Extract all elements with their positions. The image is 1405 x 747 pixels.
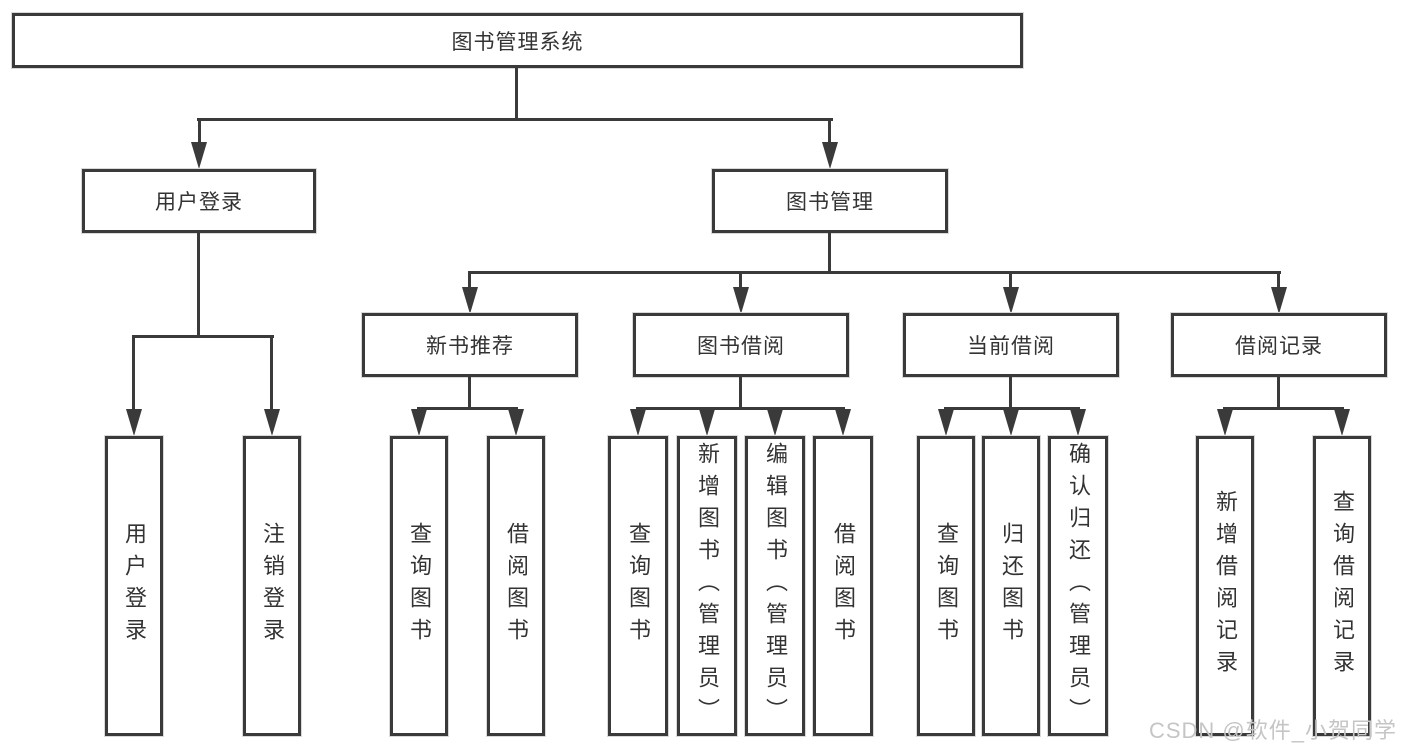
leaf-confirm-return-admin: 确认归还（管理员） — [1048, 436, 1108, 736]
arrow-down-icon — [733, 287, 749, 314]
leaf-add-book-admin: 新增图书（管理员） — [677, 436, 737, 736]
node-label: 归还图书 — [999, 522, 1024, 650]
node-root-library-system: 图书管理系统 — [12, 13, 1023, 68]
leaf-add-borrow-record: 新增借阅记录 — [1196, 436, 1254, 736]
leaf-user-login: 用户登录 — [105, 436, 163, 736]
connector-book-mgmt-stem — [828, 233, 831, 273]
connector-user-login-stem — [197, 233, 200, 338]
connector-stem — [739, 377, 742, 410]
connector-user-login-drop — [198, 118, 201, 144]
connector-root-stem — [515, 68, 518, 121]
arrow-down-icon — [126, 409, 142, 436]
connector-root-rail — [197, 118, 833, 121]
node-label: 图书管理系统 — [451, 30, 584, 54]
node-label: 图书借阅 — [697, 335, 785, 358]
node-label: 查询图书 — [934, 522, 959, 650]
arrow-down-icon — [938, 409, 954, 436]
arrow-down-icon — [1003, 287, 1019, 314]
connector-book-mgmt-drop — [828, 118, 831, 144]
connector-rail — [944, 407, 1080, 410]
node-user-login: 用户登录 — [82, 169, 316, 233]
node-label: 编辑图书（管理员） — [763, 442, 788, 730]
connector-level3-drop — [739, 271, 742, 289]
leaf-return-book: 归还图书 — [982, 436, 1040, 736]
node-label: 查询借阅记录 — [1330, 490, 1355, 682]
connector-leaf-drop — [132, 335, 135, 411]
connector-rail — [636, 407, 845, 410]
leaf-borrow-books-recommend: 借阅图书 — [487, 436, 545, 736]
node-borrow-records: 借阅记录 — [1171, 313, 1387, 377]
node-book-borrow: 图书借阅 — [633, 313, 849, 377]
node-label: 用户登录 — [122, 522, 147, 650]
arrow-down-icon — [835, 409, 851, 436]
node-label: 用户登录 — [155, 191, 243, 214]
arrow-down-icon — [1070, 409, 1086, 436]
arrow-down-icon — [1334, 409, 1350, 436]
node-label: 当前借阅 — [967, 335, 1055, 358]
node-new-book-recommend: 新书推荐 — [362, 313, 578, 377]
node-label: 借阅图书 — [831, 522, 856, 650]
arrow-down-icon — [462, 287, 478, 314]
connector-rail — [417, 407, 518, 410]
arrow-down-icon — [767, 409, 783, 436]
arrow-down-icon — [191, 142, 207, 169]
node-label: 新增图书（管理员） — [695, 442, 720, 730]
connector-stem — [468, 377, 471, 410]
connector-leaf-drop — [270, 335, 273, 411]
arrow-down-icon — [1217, 409, 1233, 436]
arrow-down-icon — [411, 409, 427, 436]
connector-user-login-rail — [132, 335, 274, 338]
node-label: 查询图书 — [626, 522, 651, 650]
connector-rail — [1223, 407, 1344, 410]
node-label: 查询图书 — [407, 522, 432, 650]
node-label: 新增借阅记录 — [1213, 490, 1238, 682]
node-label: 注销登录 — [260, 522, 285, 650]
arrow-down-icon — [1271, 287, 1287, 314]
leaf-borrow-books: 借阅图书 — [813, 436, 873, 736]
arrow-down-icon — [1003, 409, 1019, 436]
leaf-query-books-borrow: 查询图书 — [608, 436, 668, 736]
connector-stem — [1009, 377, 1012, 410]
leaf-query-books-current: 查询图书 — [917, 436, 975, 736]
arrow-down-icon — [508, 409, 524, 436]
leaf-query-borrow-record: 查询借阅记录 — [1313, 436, 1371, 736]
node-label: 图书管理 — [786, 191, 874, 214]
connector-stem — [1277, 377, 1280, 410]
node-label: 新书推荐 — [426, 335, 514, 358]
node-current-borrow: 当前借阅 — [903, 313, 1119, 377]
node-label: 借阅图书 — [504, 522, 529, 650]
arrow-down-icon — [630, 409, 646, 436]
arrow-down-icon — [699, 409, 715, 436]
arrow-down-icon — [264, 409, 280, 436]
connector-level3-drop — [1009, 271, 1012, 289]
leaf-query-books-recommend: 查询图书 — [390, 436, 448, 736]
leaf-logout: 注销登录 — [243, 436, 301, 736]
arrow-down-icon — [822, 142, 838, 169]
connector-level3-drop — [1277, 271, 1280, 289]
leaf-edit-book-admin: 编辑图书（管理员） — [745, 436, 805, 736]
node-label: 确认归还（管理员） — [1066, 442, 1091, 730]
connector-book-mgmt-rail — [468, 271, 1281, 274]
node-label: 借阅记录 — [1235, 335, 1323, 358]
node-book-management: 图书管理 — [712, 169, 948, 233]
connector-level3-drop — [468, 271, 471, 289]
